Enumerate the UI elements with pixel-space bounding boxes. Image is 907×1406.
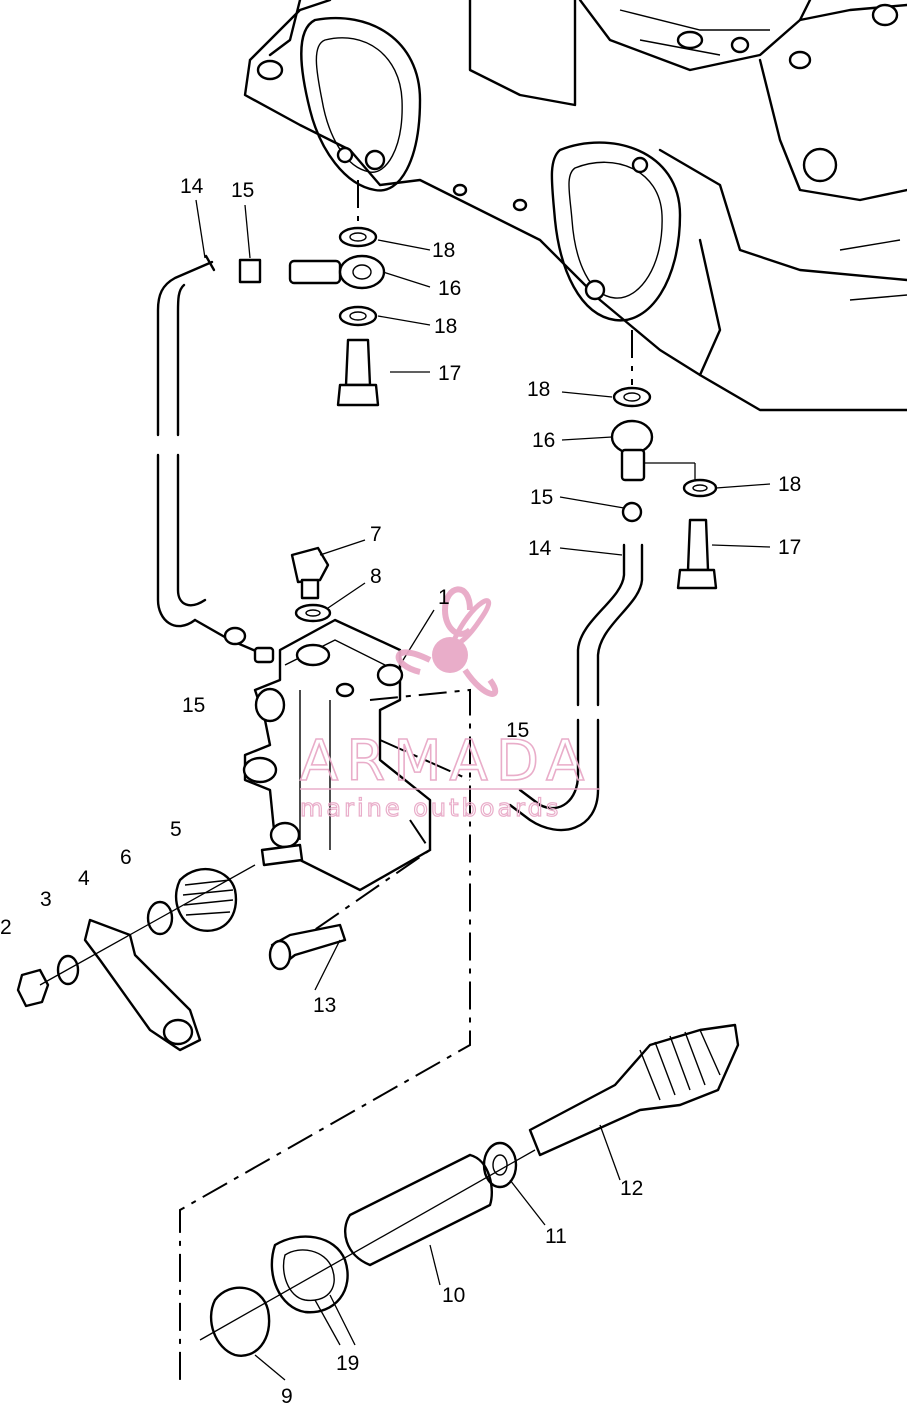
callout-labels: 14 15 18 16 18 17 18 16 18 15 17 14 7 8 … <box>0 175 801 1406</box>
callout-19: 19 <box>336 1352 359 1375</box>
washer-18-upper-left <box>338 226 378 248</box>
washer-11 <box>482 1141 518 1189</box>
bolt-17-left <box>344 338 372 387</box>
callout-1: 1 <box>438 586 450 609</box>
callout-4: 4 <box>78 867 90 890</box>
engine-block <box>243 0 907 412</box>
callout-7: 7 <box>370 523 382 546</box>
callout-17: 17 <box>438 362 461 385</box>
washer-18-right <box>682 478 718 498</box>
callout-16: 16 <box>532 429 555 452</box>
oil-pump-body <box>179 546 471 1385</box>
clamp-15-right <box>621 501 643 523</box>
callout-15: 15 <box>231 179 254 202</box>
spring-5 <box>174 868 238 932</box>
callout-11: 11 <box>545 1225 567 1248</box>
sleeve-10 <box>343 1153 493 1267</box>
clamp-15-left-pump <box>223 626 247 646</box>
screw-7 <box>290 546 330 584</box>
right-fitting-assembly <box>508 330 718 832</box>
callout-5: 5 <box>170 818 182 841</box>
callout-8: 8 <box>370 565 382 588</box>
watermark-tagline: marine outboards <box>300 794 561 822</box>
armada-watermark: ARMADA marine outboards <box>299 586 600 823</box>
callout-10: 10 <box>442 1284 465 1307</box>
hose-14-left <box>156 260 214 437</box>
callout-9: 9 <box>281 1385 293 1406</box>
callout-15: 15 <box>506 719 529 742</box>
propeller-logo-icon <box>395 586 499 697</box>
callout-18: 18 <box>432 239 455 262</box>
lever-4 <box>83 918 202 1052</box>
callout-16: 16 <box>438 277 461 300</box>
banjo-fitting-16-right <box>610 419 654 455</box>
callout-17: 17 <box>778 536 801 559</box>
callout-18: 18 <box>527 378 550 401</box>
callout-14: 14 <box>528 537 552 560</box>
lever-assembly <box>16 864 347 1052</box>
left-fitting-assembly <box>156 180 386 657</box>
callout-14: 14 <box>180 175 204 198</box>
callout-2: 2 <box>0 916 12 939</box>
drive-assembly <box>199 1023 740 1357</box>
hose-14-right <box>576 543 644 707</box>
clamp-15-upper-left <box>238 258 262 284</box>
washer-18-upper-right <box>612 386 652 408</box>
leader-lines <box>195 199 771 1381</box>
callout-15: 15 <box>182 694 205 717</box>
bolt-17-right <box>686 518 710 572</box>
washer-8 <box>294 603 332 623</box>
callout-12: 12 <box>620 1177 643 1200</box>
washer-18-lower-left <box>338 305 378 327</box>
callout-3: 3 <box>40 888 52 911</box>
banjo-fitting-16-left <box>288 259 342 285</box>
nut-2 <box>16 968 50 1008</box>
callout-6: 6 <box>120 846 132 869</box>
snap-ring-9 <box>209 1286 271 1357</box>
callout-13: 13 <box>313 994 336 1017</box>
gear-shaft-12 <box>528 1023 740 1157</box>
callout-15: 15 <box>530 486 553 509</box>
callout-18: 18 <box>778 473 801 496</box>
watermark-brand: ARMADA <box>300 729 592 794</box>
callout-18: 18 <box>434 315 457 338</box>
